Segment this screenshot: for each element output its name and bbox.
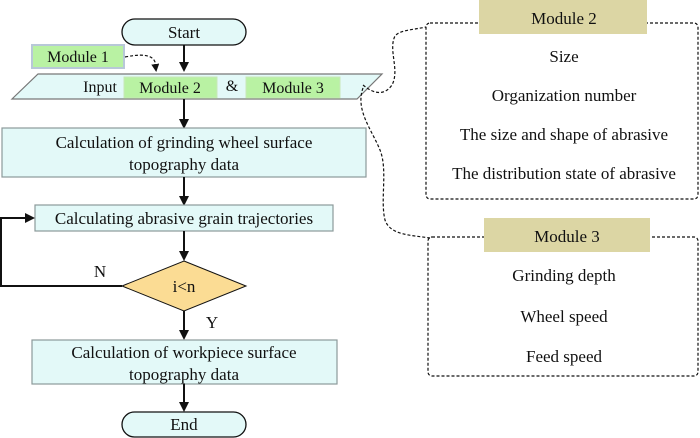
module3-panel-title: Module 3 xyxy=(534,227,600,246)
start-label: Start xyxy=(168,23,200,42)
end-label: End xyxy=(170,415,198,434)
module2-panel-title: Module 2 xyxy=(531,9,597,28)
no-branch-label: N xyxy=(94,262,106,281)
step-workpiece-line2: topography data xyxy=(129,365,239,384)
module3-item: Grinding depth xyxy=(512,266,616,285)
decision-node: i<n xyxy=(120,260,248,312)
step-grinding-wheel-topography: Calculation of grinding wheel surface to… xyxy=(1,127,367,178)
input-node: Input Module 2 & Module 3 xyxy=(10,73,384,100)
module2-panel: Module 2 Size Organization number The si… xyxy=(425,0,699,200)
step-workpiece-line1: Calculation of workpiece surface xyxy=(71,343,296,362)
start-node: Start xyxy=(121,18,247,46)
module2-item: The size and shape of abrasive xyxy=(460,125,668,144)
loop-back-connector xyxy=(0,213,122,287)
module2-item: Organization number xyxy=(492,86,637,105)
step-grinding-wheel-line2: topography data xyxy=(129,155,239,174)
input-amp: & xyxy=(226,78,239,95)
end-node: End xyxy=(121,411,247,438)
module3-panel: Module 3 Grinding depth Wheel speed Feed… xyxy=(427,218,699,377)
input-prefix: Input xyxy=(83,79,117,96)
module3-item: Feed speed xyxy=(526,347,603,366)
yes-branch-label: Y xyxy=(206,313,218,332)
module3-callout-connector xyxy=(360,87,431,239)
input-module3-label: Module 3 xyxy=(262,80,324,97)
input-module2-label: Module 2 xyxy=(139,80,201,97)
module2-item: The distribution state of abrasive xyxy=(452,164,676,183)
module2-item: Size xyxy=(549,47,578,66)
step-abrasive-grain-trajectories: Calculating abrasive grain trajectories xyxy=(34,204,334,232)
module2-callout-connector xyxy=(362,26,427,94)
step-grinding-wheel-line1: Calculation of grinding wheel surface xyxy=(56,133,313,152)
module3-item: Wheel speed xyxy=(520,307,608,326)
module1-label: Module 1 xyxy=(47,49,109,66)
module1-box: Module 1 xyxy=(31,44,125,69)
step-workpiece-topography: Calculation of workpiece surface topogra… xyxy=(31,339,338,385)
step-trajectories-label: Calculating abrasive grain trajectories xyxy=(55,209,313,228)
decision-condition: i<n xyxy=(173,277,196,296)
module1-connector xyxy=(124,54,160,72)
